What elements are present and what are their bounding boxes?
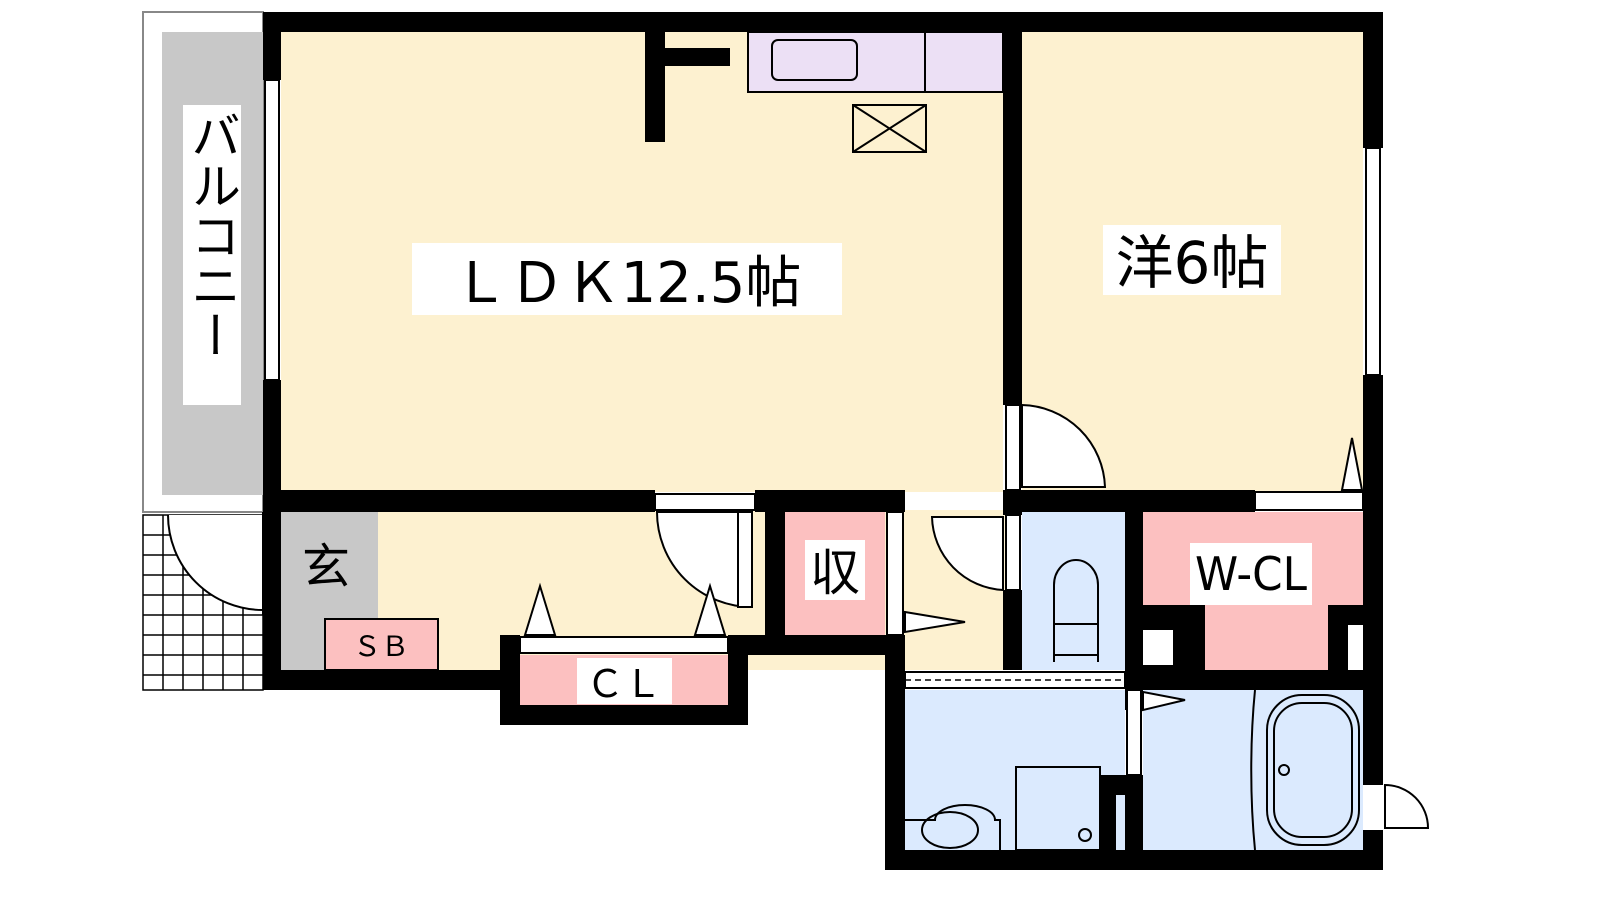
bathroom-door <box>1126 689 1142 776</box>
basin-icon <box>921 811 979 849</box>
toilet-icon <box>1053 559 1099 662</box>
walk-in-closet-label: W-CL <box>1195 547 1307 601</box>
kitchen-counter <box>747 31 1004 93</box>
western-closet-door <box>1254 491 1364 511</box>
ldk-label: ＬＤＫ12.5帖 <box>453 251 802 316</box>
western-room-door <box>1021 403 1107 488</box>
storage-door-swing <box>904 610 966 634</box>
shoe-box <box>324 618 439 671</box>
shoe-box-label: ＳＢ <box>353 630 409 663</box>
storage-door <box>886 511 904 636</box>
washing-machine-space <box>1015 766 1101 851</box>
bathtub-icon <box>1266 694 1360 846</box>
walls <box>263 12 1383 870</box>
sink-icon <box>771 39 858 81</box>
closet-label: ＣＬ <box>586 662 662 706</box>
balcony-window <box>264 79 280 381</box>
refrigerator-space-icon <box>852 104 927 153</box>
toilet-door <box>930 516 1004 592</box>
western-room-label: 洋6帖 <box>1116 229 1269 297</box>
balcony <box>142 11 264 513</box>
entrance-label: 玄 <box>302 539 350 595</box>
balcony-label: バルコニー <box>183 110 241 360</box>
storage-label: 収 <box>810 544 860 602</box>
closet-doors <box>519 636 729 654</box>
entrance-porch-tiles <box>142 514 264 691</box>
exterior-door <box>1384 783 1430 829</box>
western-window <box>1365 147 1381 376</box>
